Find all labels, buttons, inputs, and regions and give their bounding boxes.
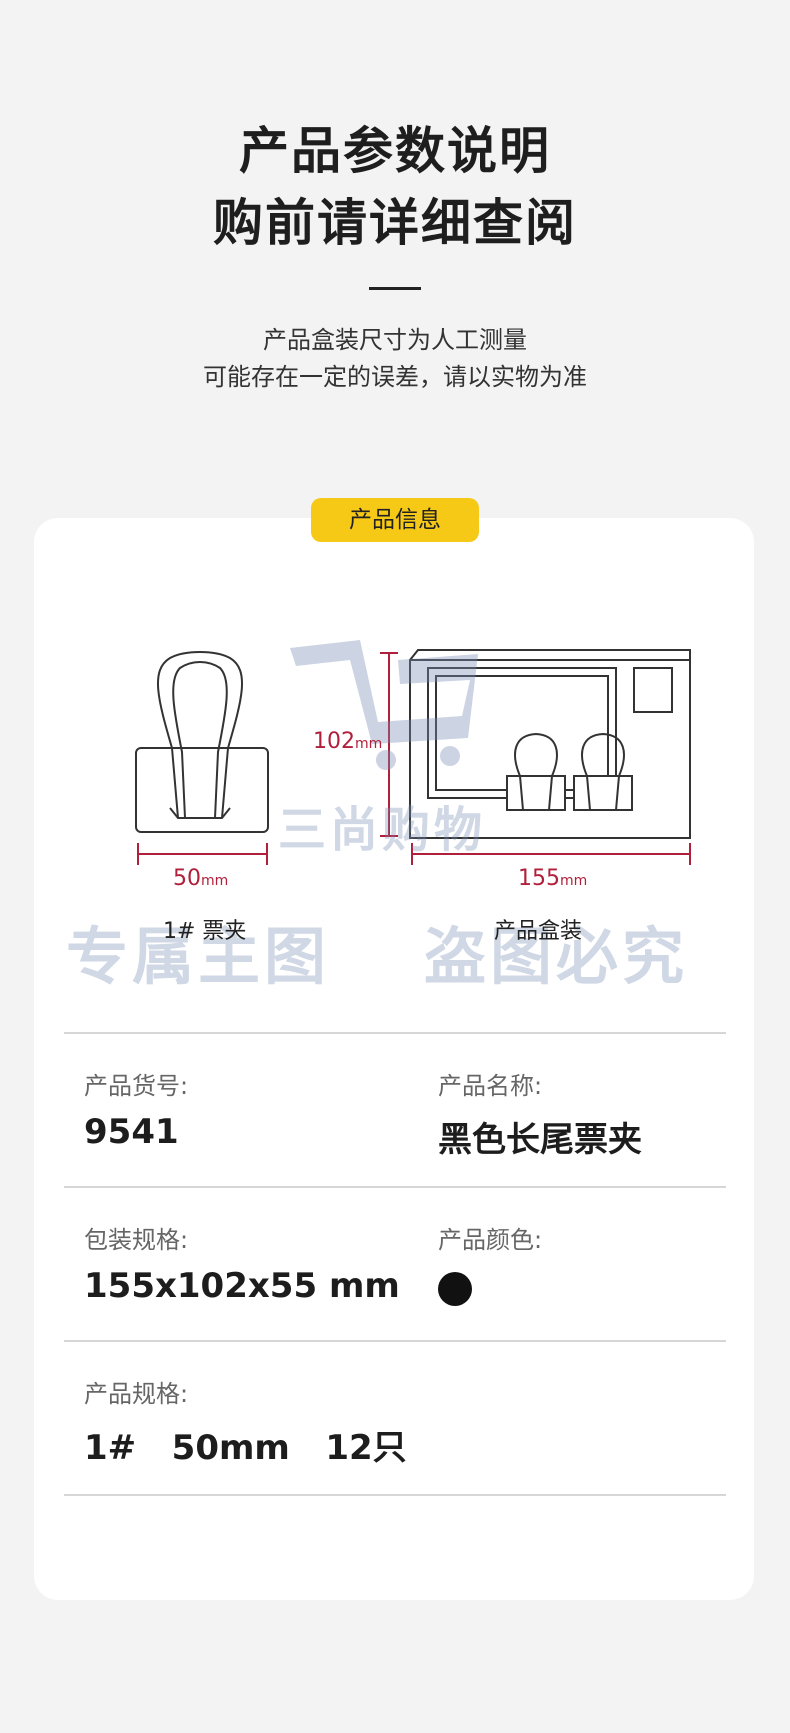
binder-clip-illustration <box>135 651 269 833</box>
clip-width-dimension <box>137 843 268 865</box>
product-spec-value: 1# 50mm 12只 <box>84 1428 407 1468</box>
box-width-dimension <box>411 843 691 865</box>
product-spec-label: 产品规格: <box>84 1380 189 1408</box>
box-height-label: 102mm <box>313 729 383 754</box>
page-title-line2: 购前请详细查阅 <box>213 194 577 252</box>
section-badge: 产品信息 <box>311 498 479 542</box>
item-no-label: 产品货号: <box>84 1072 189 1100</box>
page-title-line1: 产品参数说明 <box>239 122 551 180</box>
package-size-value: 155x102x55 mm <box>84 1266 400 1306</box>
divider <box>64 1032 726 1034</box>
product-name-value: 黑色长尾票夹 <box>438 1120 642 1160</box>
divider <box>64 1494 726 1496</box>
divider <box>64 1340 726 1342</box>
color-swatch <box>438 1272 472 1306</box>
brand-watermark: 三尚购物 <box>278 802 487 858</box>
watermark-right: 盗图必究 <box>424 920 689 993</box>
divider <box>64 1186 726 1188</box>
cart-logo-watermark <box>290 640 478 770</box>
subtitle-line1: 产品盒装尺寸为人工测量 <box>263 326 527 354</box>
title-divider <box>369 287 421 290</box>
watermark-left: 专属主图 <box>66 920 331 993</box>
item-no-value: 9541 <box>84 1112 179 1152</box>
package-box-illustration <box>409 649 691 839</box>
clip-width-label: 50mm <box>173 866 229 891</box>
subtitle-line2: 可能存在一定的误差，请以实物为准 <box>203 363 587 391</box>
box-height-dimension <box>380 652 398 837</box>
clip-caption: 1# 票夹 <box>163 919 247 944</box>
box-caption: 产品盒装 <box>494 919 583 944</box>
product-color-label: 产品颜色: <box>438 1226 543 1254</box>
box-width-label: 155mm <box>518 866 588 891</box>
product-name-label: 产品名称: <box>438 1072 543 1100</box>
product-diagram <box>135 640 691 865</box>
package-size-label: 包装规格: <box>84 1226 189 1254</box>
